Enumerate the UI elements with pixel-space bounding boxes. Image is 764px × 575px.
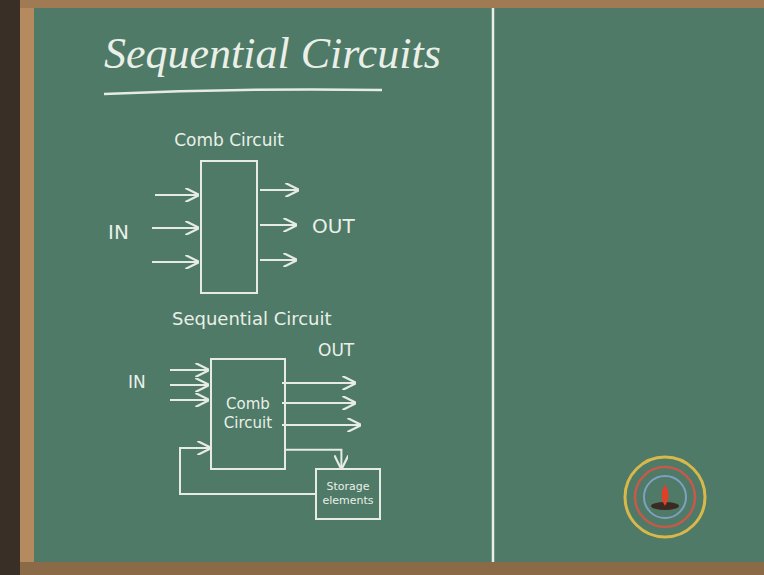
box-label: Storage elements [321, 480, 375, 508]
storage-box: Storage elements [315, 468, 381, 520]
feedback-wire [180, 448, 315, 494]
channel-logo [625, 457, 705, 537]
feedback-wire [286, 450, 341, 468]
signal-label: Sequential Circuit [172, 308, 332, 329]
signal-label: IN [108, 220, 129, 244]
box-content: Storage elements [317, 470, 379, 518]
board-title: Sequential Circuits [104, 28, 441, 79]
divider-line [492, 8, 495, 562]
signal-label: IN [128, 372, 146, 392]
box-label: Comb Circuit [216, 395, 280, 433]
box-content: Comb Circuit [212, 360, 284, 468]
circuit-box: Comb Circuit [200, 160, 258, 294]
wood-frame-top [20, 0, 764, 8]
title-underline [104, 90, 382, 95]
box-heading: Comb Circuit [174, 130, 284, 150]
signal-label: OUT [312, 214, 355, 238]
signal-label: OUT [318, 340, 354, 360]
wood-frame [20, 0, 34, 575]
signal-arrows [152, 190, 360, 425]
wall-edge [0, 0, 20, 575]
circuit-box: Comb Circuit [210, 358, 286, 470]
chalk-ledge [20, 562, 764, 575]
